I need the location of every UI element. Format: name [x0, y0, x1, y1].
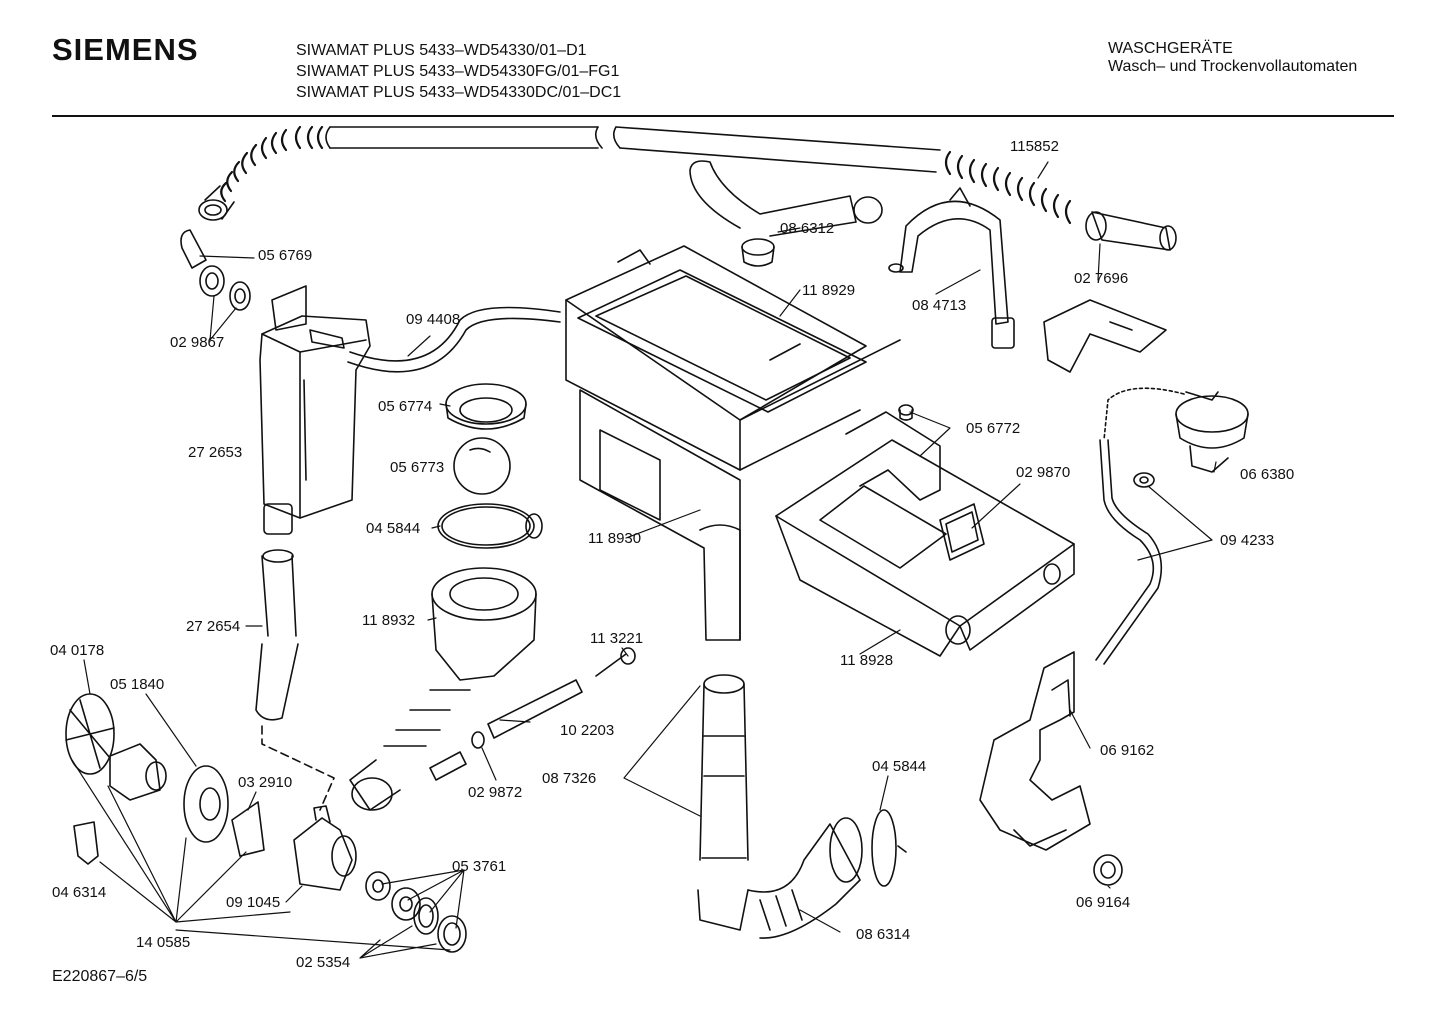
part-label: 02 9870 [1016, 464, 1071, 481]
hose-holder [979, 651, 1091, 851]
model-list: SIWAMAT PLUS 5433–WD54330/01–D1 SIWAMAT … [296, 40, 621, 103]
pump-seals [365, 871, 467, 953]
tub-sump [349, 567, 537, 811]
pressure-switch [1103, 387, 1249, 473]
part-label: 27 2653 [188, 444, 243, 461]
hose-elbow-small [180, 229, 251, 311]
hose-clamp [871, 809, 907, 887]
part-label: 04 5844 [872, 758, 927, 775]
part-label: 04 6314 [52, 884, 107, 901]
drain-bellows [747, 817, 863, 939]
part-label: 06 9162 [1100, 742, 1155, 759]
part-label: 14 0585 [136, 934, 191, 951]
retaining-clip [73, 821, 99, 865]
hose-nozzle [1085, 211, 1177, 251]
part-label: 02 5354 [296, 954, 351, 971]
pressure-hose [1095, 439, 1163, 665]
pump-fan-impeller [65, 693, 115, 775]
part-label: 05 6769 [258, 247, 313, 264]
part-label: 11 8929 [802, 282, 856, 299]
part-label: 06 9164 [1076, 894, 1131, 911]
drawing-code: E220867–6/5 [52, 968, 148, 985]
elbow-hose [689, 160, 883, 267]
part-label: 02 9867 [170, 334, 225, 351]
leader-lines [71, 161, 1217, 959]
detergent-drawer [775, 404, 1075, 657]
part-label: 08 4713 [912, 297, 967, 314]
part-label: 05 3761 [452, 858, 507, 875]
part-label: 08 6314 [856, 926, 911, 943]
drain-pump [293, 805, 357, 891]
part-label: 11 8932 [362, 612, 416, 629]
part-label: 08 7326 [542, 770, 597, 787]
model-line: SIWAMAT PLUS 5433–WD54330DC/01–DC1 [296, 84, 622, 101]
part-label: 09 1045 [226, 894, 281, 911]
drain-hose-top [198, 125, 1072, 225]
part-label: 03 2910 [238, 774, 293, 791]
part-label: 04 5844 [366, 520, 421, 537]
connection-hose [347, 306, 561, 373]
detergent-reservoir [259, 285, 371, 535]
mounting-plate [1043, 299, 1167, 373]
part-label: 11 8930 [588, 530, 642, 547]
part-label: 08 6312 [780, 220, 835, 237]
part-label: 05 6772 [966, 420, 1021, 437]
overflow-hose [255, 549, 299, 721]
part-label: 05 6774 [378, 398, 433, 415]
part-label: 05 6773 [390, 459, 445, 476]
part-label: 09 4408 [406, 311, 461, 328]
category-block: WASCHGERÄTE Wasch– und Trockenvollautoma… [1108, 40, 1357, 76]
category-title: WASCHGERÄTE [1108, 40, 1233, 57]
detergent-drawer-housing [565, 245, 901, 641]
housing-lid [577, 269, 867, 413]
part-label: 05 1840 [110, 676, 165, 693]
brand-logo: SIEMENS [52, 32, 199, 67]
drain-tube-set [429, 647, 636, 781]
model-line: SIWAMAT PLUS 5433–WD54330FG/01–FG1 [296, 63, 620, 80]
part-label: 11 8928 [840, 652, 894, 669]
model-line: SIWAMAT PLUS 5433–WD54330/01–D1 [296, 42, 587, 59]
pump-motor [109, 743, 167, 801]
routing-line [261, 725, 335, 811]
part-label: 06 6380 [1240, 466, 1295, 483]
part-label: 02 7696 [1074, 270, 1129, 287]
part-label: 10 2203 [560, 722, 615, 739]
standpipe [697, 674, 749, 931]
grommet [1093, 854, 1123, 886]
category-subtitle: Wasch– und Trockenvollautomaten [1108, 58, 1358, 75]
part-label: 115852 [1010, 138, 1059, 155]
hose-bracket [888, 187, 1015, 349]
part-label: 09 4233 [1220, 532, 1275, 549]
pump-impeller-disc [183, 765, 229, 843]
part-label: 04 0178 [50, 642, 105, 659]
header-rule [52, 115, 1394, 117]
seal-ring-set [437, 383, 543, 549]
part-label: 02 9872 [468, 784, 523, 801]
part-label: 11 3221 [590, 630, 644, 647]
part-label: 27 2654 [186, 618, 241, 635]
